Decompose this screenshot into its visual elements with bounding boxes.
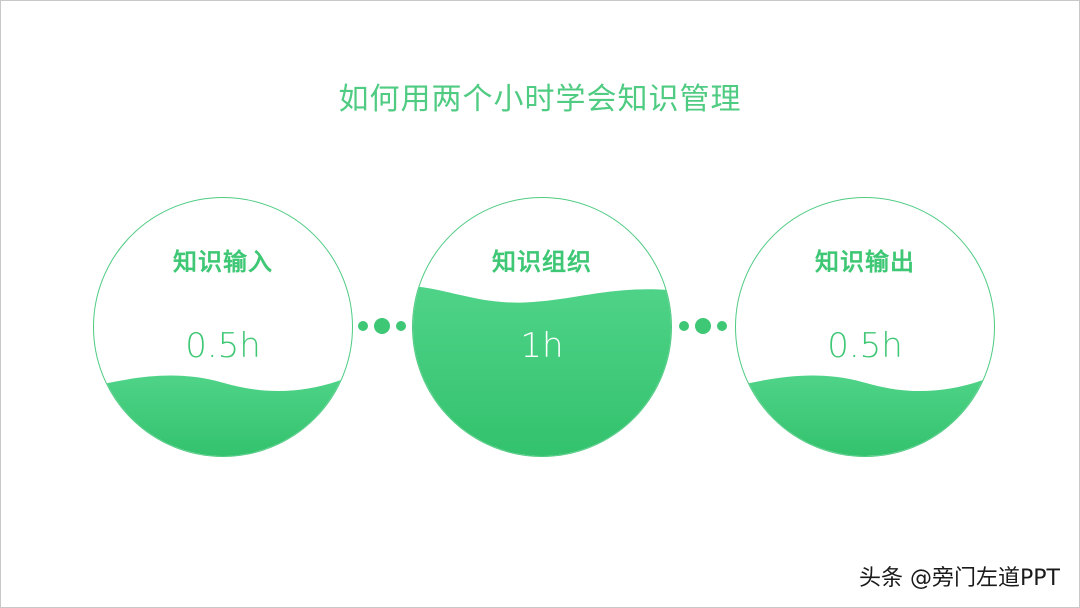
- step-circle-output: 知识输出 0.5h: [735, 197, 995, 457]
- step-duration: 0.5h: [185, 326, 261, 366]
- step-circle-organize: 知识组织 1h: [412, 197, 672, 457]
- step-label: 知识输入: [173, 248, 273, 276]
- wave-fill-icon: [94, 375, 352, 456]
- wave-fill-icon: [413, 286, 671, 456]
- step-label: 知识输出: [815, 248, 915, 276]
- wave-fill-icon: [736, 375, 994, 456]
- slide-title: 如何用两个小时学会知识管理: [338, 82, 742, 117]
- step-circle-input: 知识输入 0.5h: [93, 197, 353, 457]
- step-duration: 0.5h: [827, 326, 903, 366]
- dots-connector-icon: [677, 318, 729, 334]
- watermark: 头条 @旁门左道PPT: [859, 566, 1060, 591]
- dots-connector-icon: [356, 318, 408, 334]
- step-label: 知识组织: [492, 248, 592, 276]
- step-duration: 1h: [520, 326, 564, 366]
